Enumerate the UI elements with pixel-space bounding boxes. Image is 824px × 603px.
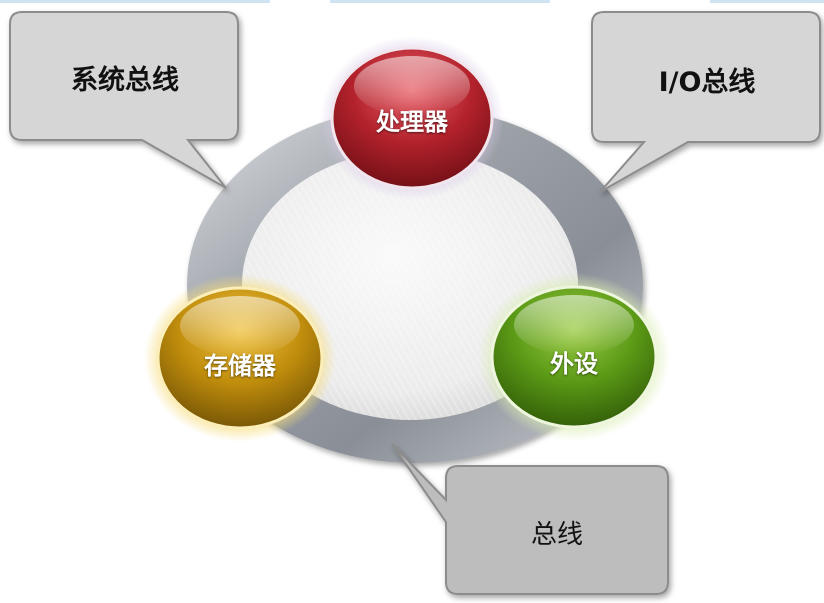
top-rule-left <box>0 0 270 3</box>
memory-label: 存储器 <box>204 352 276 380</box>
top-rule-middle <box>330 0 550 3</box>
memory-node-gloss <box>180 296 300 356</box>
callout-bus: 总线 <box>530 520 583 550</box>
peripheral-node-gloss <box>514 295 634 355</box>
processor-label: 处理器 <box>376 108 448 136</box>
top-rule-right <box>710 0 824 3</box>
callout-io-bus-shape <box>591 11 821 193</box>
callout-bus-shape <box>391 443 669 595</box>
callout-system-bus: 系统总线 <box>71 65 179 96</box>
callout-io-bus: I/O总线 <box>658 67 756 98</box>
peripheral-label: 外设 <box>550 350 598 378</box>
callout-system-bus-shape <box>9 11 239 189</box>
processor-node-gloss <box>354 56 470 116</box>
